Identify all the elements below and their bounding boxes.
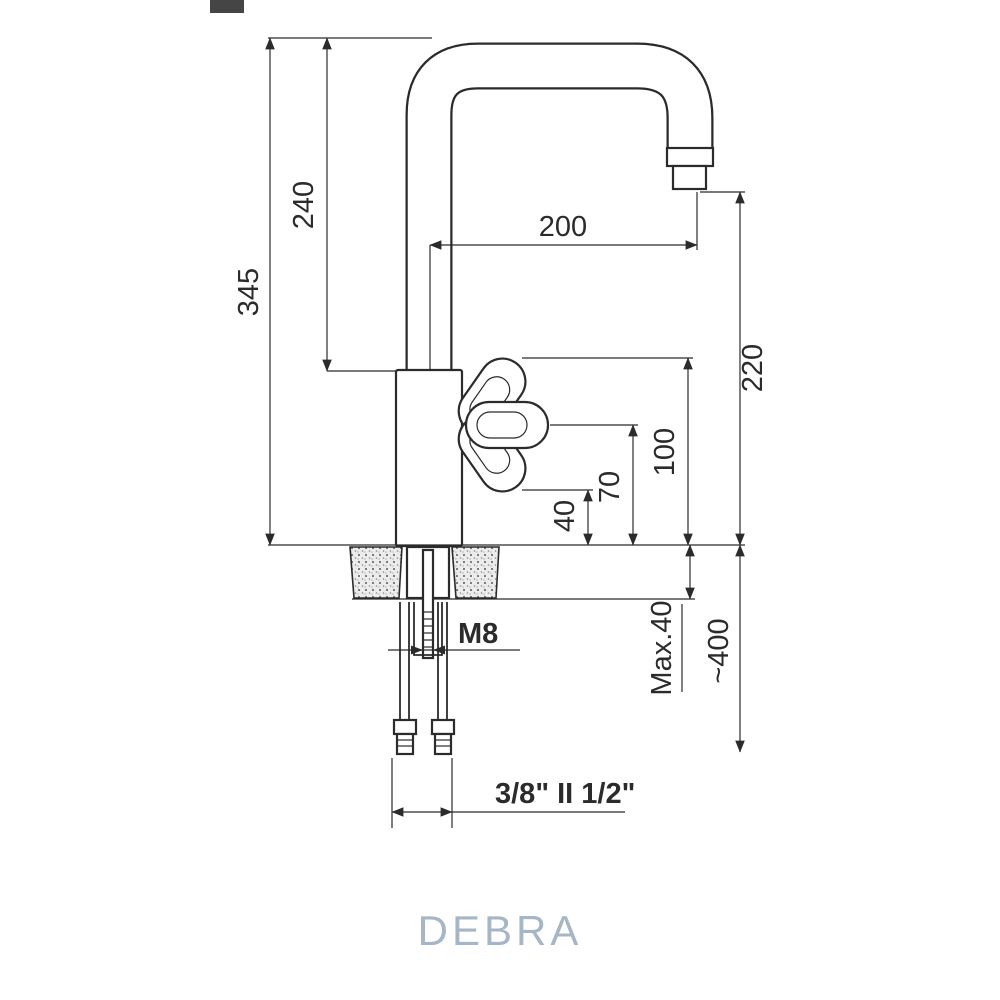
dim-handle-top: 100 xyxy=(649,357,693,546)
dim-handle-mid-label: 70 xyxy=(594,471,626,503)
dim-spout-height-label: 240 xyxy=(288,181,320,229)
dim-spout-height: 240 xyxy=(288,37,332,372)
dim-thread-size: M8 xyxy=(388,618,520,655)
seal-pad-left xyxy=(349,546,403,599)
dim-max-deck: Max.40 xyxy=(646,544,695,696)
dim-total-height-label: 345 xyxy=(233,268,265,316)
dim-hose-length: ~400 xyxy=(703,544,745,753)
handle-mid-lobe xyxy=(464,400,550,450)
dim-max-deck-label: Max.40 xyxy=(646,600,678,695)
supply-hose-left xyxy=(392,602,418,756)
dim-connection-size: 3/8" II 1/2" xyxy=(391,778,635,817)
supply-hose-right xyxy=(430,602,456,756)
dim-handle-low-label: 40 xyxy=(549,500,581,532)
mounting-assembly xyxy=(268,544,745,756)
handle xyxy=(457,357,550,493)
faucet-outline xyxy=(394,42,715,548)
extension-lines xyxy=(268,37,745,828)
dim-spout-reach-label: 200 xyxy=(539,211,587,243)
faucet-body xyxy=(394,368,464,548)
screenshot-artifact xyxy=(210,0,244,13)
dim-handle-low: 40 xyxy=(549,489,593,546)
dim-thread-size-label: M8 xyxy=(458,618,498,650)
dim-handle-top-label: 100 xyxy=(649,428,681,476)
aerator-collar xyxy=(665,146,715,168)
dim-outlet-to-deck-label: 220 xyxy=(737,344,769,392)
threaded-stud xyxy=(413,548,443,660)
aerator-nozzle xyxy=(671,164,708,191)
dim-handle-mid: 70 xyxy=(594,424,638,546)
dim-hose-length-label: ~400 xyxy=(703,618,735,683)
dim-spout-reach: 200 xyxy=(429,211,698,250)
dim-total-height: 345 xyxy=(233,37,275,546)
product-title: DEBRA xyxy=(418,907,583,954)
dim-connection-size-label: 3/8" II 1/2" xyxy=(495,778,635,810)
mounting-bracket xyxy=(413,602,443,656)
dim-outlet-to-deck: 220 xyxy=(735,191,769,546)
seal-pad-right xyxy=(451,546,500,599)
